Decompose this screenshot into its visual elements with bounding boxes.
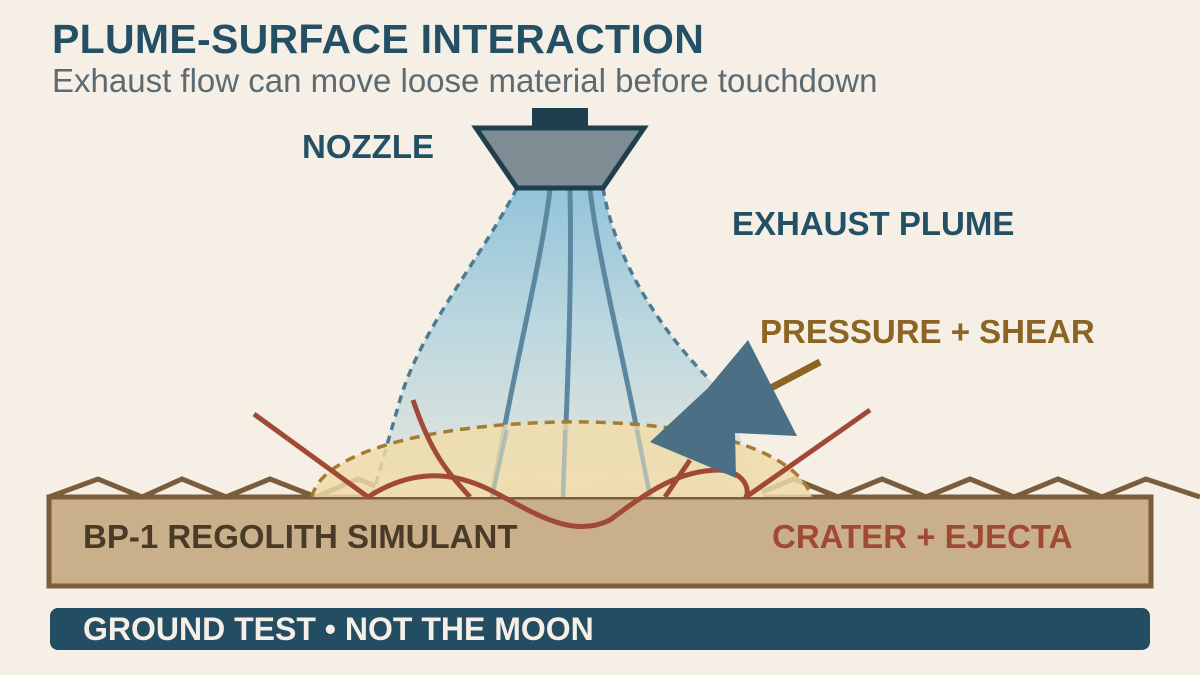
plume-boundary-right xyxy=(601,187,712,382)
exhaust-plume-label: EXHAUST PLUME xyxy=(732,205,1014,242)
pressure-arrow-icon xyxy=(650,340,797,478)
pressure-shear-label: PRESSURE + SHEAR xyxy=(760,313,1095,350)
page-subtitle: Exhaust flow can move loose material bef… xyxy=(52,62,878,99)
dust-cloud-outline xyxy=(310,420,814,498)
ejecta-line-right xyxy=(744,407,872,500)
plume-boundary-left xyxy=(370,187,519,498)
regolith-label: BP-1 REGOLITH SIMULANT xyxy=(83,518,518,555)
footer-banner: GROUND TEST • NOT THE MOON xyxy=(50,608,1150,650)
nozzle-icon xyxy=(471,125,649,191)
plume-stream-faint xyxy=(490,429,652,498)
nozzle-label: NOZZLE xyxy=(302,128,434,165)
nozzle-cap xyxy=(532,108,588,128)
ejecta-line-left xyxy=(252,411,370,500)
regolith-bed xyxy=(46,494,1154,589)
crater-ejecta-label: CRATER + EJECTA xyxy=(772,518,1072,555)
pressure-arrow-tail xyxy=(765,358,822,394)
banner-text: GROUND TEST • NOT THE MOON xyxy=(83,611,594,647)
page-title: PLUME-SURFACE INTERACTION xyxy=(52,16,705,62)
ejecta-line-mid xyxy=(410,399,472,499)
